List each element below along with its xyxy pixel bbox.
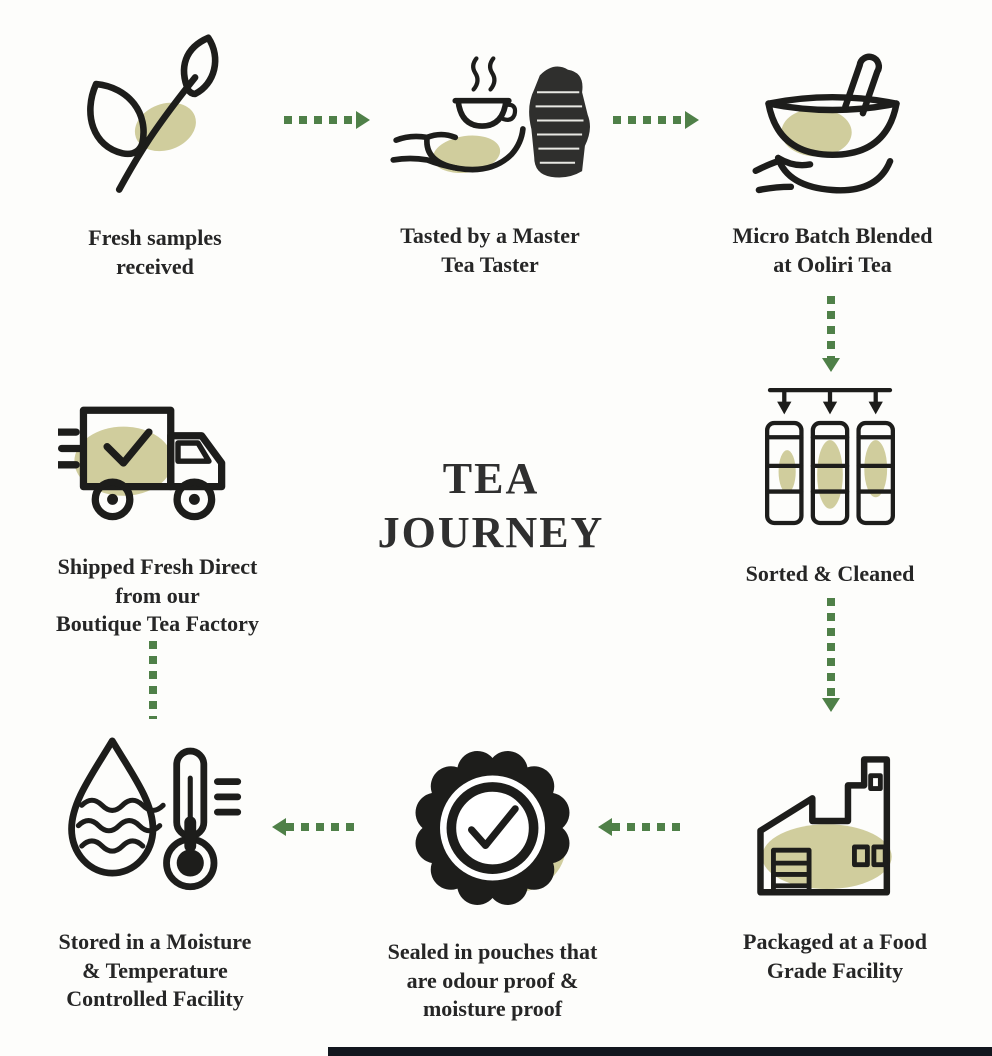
dotted-line <box>286 823 358 831</box>
factory-icon <box>740 740 930 902</box>
hand-teacup-taster-icon <box>383 50 598 205</box>
arrowhead-down-icon <box>822 698 840 712</box>
bottom-section-edge <box>328 1047 992 1056</box>
arrow-packaged-to-sealed <box>598 818 684 836</box>
sorting-jars-icon <box>740 383 920 533</box>
arrow-blended-to-sorted <box>822 296 840 372</box>
dotted-line <box>612 823 684 831</box>
step-label-blended: Micro Batch Blended at Ooliri Tea <box>732 223 933 277</box>
arrow-stored-to-shipped <box>149 641 157 719</box>
step-label-packaged: Packaged at a Food Grade Facility <box>743 929 927 983</box>
step-blended: Micro Batch Blended at Ooliri Tea <box>690 46 975 279</box>
delivery-truck-icon <box>57 383 258 543</box>
arrowhead-right-icon <box>356 111 370 129</box>
quality-seal-icon <box>405 738 580 918</box>
mortar-pestle-hand-icon <box>740 46 925 206</box>
arrowhead-down-icon <box>822 358 840 372</box>
step-label-shipped: Shipped Fresh Direct from our Boutique T… <box>56 554 259 637</box>
arrow-sorted-to-packaged <box>822 598 840 712</box>
arrow-sealed-to-stored <box>272 818 358 836</box>
step-fresh-samples: Fresh samples received <box>20 22 290 281</box>
step-label-sealed: Sealed in pouches that are odour proof &… <box>387 939 598 1022</box>
page-title: TEA JOURNEY <box>377 454 605 557</box>
arrow-tasted-to-blended <box>613 111 699 129</box>
step-sorted: Sorted & Cleaned <box>695 383 965 589</box>
arrowhead-right-icon <box>685 111 699 129</box>
arrowhead-left-icon <box>272 818 286 836</box>
step-tasted: Tasted by a Master Tea Taster <box>355 50 625 279</box>
step-packaged: Packaged at a Food Grade Facility <box>690 740 980 985</box>
moisture-temperature-icon <box>58 718 253 913</box>
step-label-fresh-samples: Fresh samples received <box>88 225 222 279</box>
step-stored: Stored in a Moisture & Temperature Contr… <box>15 718 295 1014</box>
step-shipped: Shipped Fresh Direct from our Boutique T… <box>10 383 305 639</box>
dotted-line <box>149 641 157 719</box>
master-taster-engraving <box>528 66 590 178</box>
step-label-stored: Stored in a Moisture & Temperature Contr… <box>58 929 252 1012</box>
dotted-line <box>613 116 685 124</box>
step-sealed: Sealed in pouches that are odour proof &… <box>345 738 640 1024</box>
dotted-line <box>827 598 835 698</box>
arrow-fresh-to-tasted <box>284 111 370 129</box>
tea-leaf-icon <box>73 22 238 212</box>
dotted-line <box>284 116 356 124</box>
arrowhead-left-icon <box>598 818 612 836</box>
step-label-sorted: Sorted & Cleaned <box>745 561 915 586</box>
dotted-line <box>827 296 835 358</box>
step-label-tasted: Tasted by a Master Tea Taster <box>400 223 580 277</box>
